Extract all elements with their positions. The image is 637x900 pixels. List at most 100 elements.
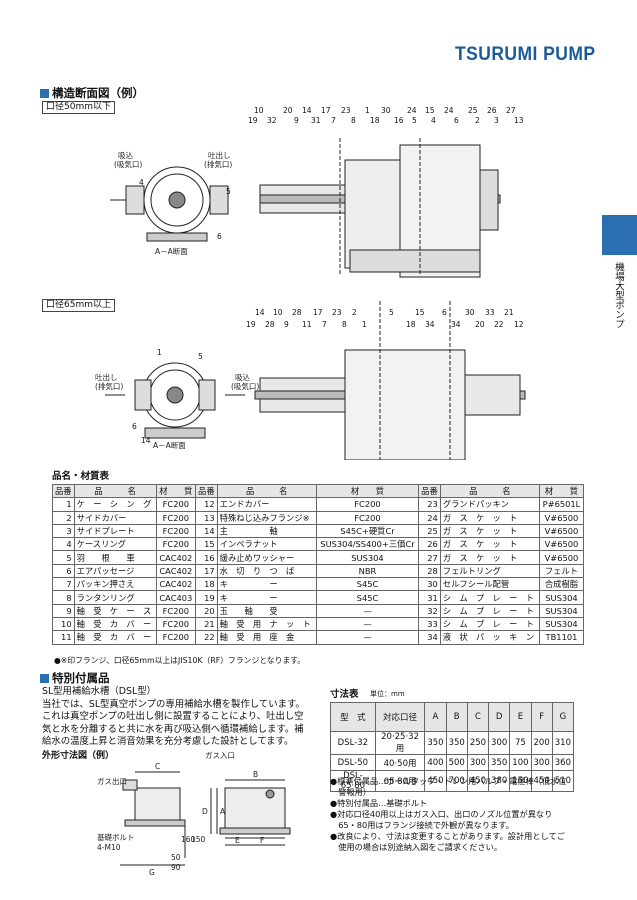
material-cell: S45C	[315, 590, 420, 605]
material-cell: FC200	[155, 510, 197, 525]
part-number: 9	[294, 116, 299, 125]
part-name-cell: キ ー	[216, 577, 317, 592]
part-number: 8	[351, 116, 356, 125]
dim-header-diameter: 対応口径	[374, 702, 426, 732]
part-number: 28	[292, 308, 302, 317]
part-name-cell: エアパッセージ	[73, 563, 157, 579]
dim-header-C: C	[466, 702, 490, 732]
note-line: 警報用）	[330, 787, 371, 797]
lower-small-number: 6	[132, 422, 137, 431]
materials-table-title: 品名・材質表	[52, 471, 110, 482]
part-number: 17	[313, 308, 323, 317]
part-number: 4	[431, 116, 436, 125]
material-cell: FC200	[155, 630, 197, 645]
part-number: 30	[381, 106, 391, 115]
dim-G-label: G	[149, 868, 155, 877]
material-cell: フェルト	[538, 563, 585, 579]
label-large-diameter: 口径65mm以上	[42, 299, 115, 312]
upper-small-number: 6	[217, 232, 222, 241]
part-number: 30	[465, 308, 475, 317]
part-name-cell: ガ ス ケ ッ ト	[439, 537, 540, 552]
part-number: 5	[412, 116, 417, 125]
note-line: ●標準付属品…ボールタップ・ドレン用バルブ・電極棒（低水位	[330, 776, 567, 786]
part-name-cell: ガ ス ケ ッ ト	[439, 523, 540, 539]
section-marker-icon	[40, 673, 49, 683]
part-name-cell: インペラナット	[216, 537, 317, 552]
model-cell: DSL-50	[330, 754, 376, 771]
part-name-cell: 軸 受 用 ナ ッ ト	[216, 616, 317, 632]
part-number: 7	[322, 320, 327, 329]
lower-small-number: 1	[157, 348, 162, 357]
dimension-cell: 700	[445, 770, 468, 792]
part-name-cell: ガ ス ケ ッ ト	[439, 550, 540, 565]
part-number: 22	[494, 320, 504, 329]
dim-header-F: F	[530, 702, 553, 732]
part-number: 11	[302, 320, 312, 329]
material-cell: SUS304	[315, 550, 420, 565]
outline-drawing-title: 外形寸法図（例）	[42, 751, 115, 761]
part-name-cell: シ ム プ レ ー ト	[439, 590, 540, 605]
dimension-cell: 510	[551, 770, 575, 792]
dimension-cell: 300	[466, 754, 490, 771]
material-cell: FC200	[155, 497, 197, 512]
foundation-bolt-label: 基礎ボルト	[97, 832, 135, 842]
part-number: 20	[475, 320, 485, 329]
part-number: 2	[475, 116, 480, 125]
part-no-cell: 8	[52, 590, 75, 605]
materials-header-row: 品番 品 名 材 質 品番 品 名 材 質 品番 品 名 材 質	[52, 483, 585, 499]
part-number: 6	[442, 308, 447, 317]
part-no-cell: 15	[195, 537, 218, 552]
part-no-cell: 4	[52, 537, 75, 552]
upper-section-caption: A－A断面	[155, 246, 188, 256]
part-no-cell: 33	[418, 616, 441, 632]
tank-subtitle: SL型用補給水槽（DSL型）	[42, 686, 156, 697]
dimension-cell: 300	[488, 731, 511, 755]
header-part-name: 品 名	[216, 483, 317, 499]
part-name-cell: 特殊ねじ込みフランジ※	[216, 510, 317, 525]
diameter-cell: 20·25·32用	[374, 731, 426, 755]
part-name-cell: 水 切 り つ ば	[216, 563, 317, 579]
header-part-name: 品 名	[73, 483, 157, 499]
dimension-header-row: 型 式 対応口径 A B C D E F G	[330, 702, 575, 732]
dimension-cell: 350	[424, 731, 447, 755]
dim-header-model: 型 式	[330, 702, 376, 732]
tank-outline-drawing: ガス入口 ガス出口 C B D A E F G 基礎ボルト 4-M10 160 …	[97, 750, 291, 877]
dim-header-G: G	[551, 702, 575, 732]
part-number: 13	[514, 116, 524, 125]
part-no-cell: 18	[195, 577, 218, 592]
dim-C-label: C	[155, 762, 160, 771]
part-number: 23	[332, 308, 342, 317]
material-cell: TB1101	[538, 630, 585, 645]
side-tab-label: 機場大型ポンプ	[613, 262, 624, 329]
part-number: 14	[302, 106, 312, 115]
diameter-cell: 40·50用	[374, 754, 426, 771]
material-cell: FC200	[155, 603, 197, 618]
note-line: 65・80用はフランジ接続で外観が異なります。	[330, 820, 514, 830]
part-no-cell: 2	[52, 510, 75, 525]
part-number: 16	[394, 116, 404, 125]
material-cell: SUS304/SS400+三価Cr	[315, 537, 420, 552]
header-material: 材 質	[155, 483, 197, 499]
part-name-cell: ケ ー シ ン グ	[73, 497, 157, 512]
part-no-cell: 16	[195, 550, 218, 565]
note-line: ●改良により、寸法は変更することがあります。設計用としてご	[330, 831, 565, 841]
part-number: 10	[273, 308, 283, 317]
part-no-cell: 6	[52, 563, 75, 579]
part-name-cell: キ ー	[216, 590, 317, 605]
materials-footnote: ●※印フランジ、口径65mm以上はJIS10K（RF）フランジとなります。	[54, 656, 306, 665]
part-number: 9	[284, 320, 289, 329]
dim-B-label: B	[253, 770, 258, 779]
upper-suction-label: 吸込	[118, 151, 133, 160]
dim-E-label: E	[235, 836, 240, 845]
part-number: 3	[494, 116, 499, 125]
material-cell: SUS304	[538, 603, 585, 618]
part-no-cell: 10	[52, 616, 75, 632]
part-number: 17	[321, 106, 331, 115]
